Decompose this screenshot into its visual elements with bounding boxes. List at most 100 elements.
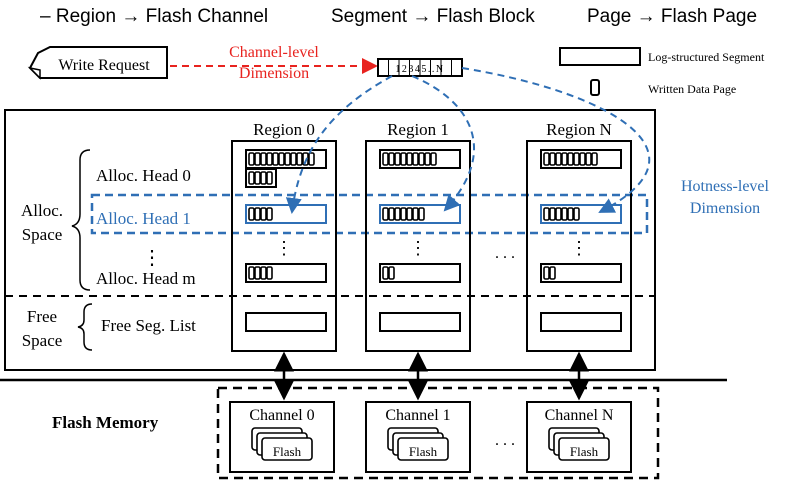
region-0: Region 0⋮ xyxy=(231,120,337,401)
region-box xyxy=(365,140,471,352)
written-page xyxy=(254,207,261,221)
written-page xyxy=(579,152,586,166)
free-segment xyxy=(540,312,622,332)
written-page xyxy=(388,207,395,221)
channels-hdots: . . . xyxy=(495,432,515,449)
written-page xyxy=(254,171,261,185)
alloc-heads-vdots: ⋮ xyxy=(142,247,162,269)
written-page xyxy=(278,152,285,166)
alloc-space-label-2: Space xyxy=(22,225,63,244)
page-symbol xyxy=(590,79,600,96)
queue-label: 12345..N xyxy=(395,64,444,75)
free-space-label-2: Space xyxy=(22,331,63,350)
region-vdots: ⋮ xyxy=(409,238,427,258)
write-request-label: Write Request xyxy=(58,57,150,74)
hotness-level-label-2: Dimension xyxy=(690,200,760,217)
written-page xyxy=(543,152,550,166)
written-page xyxy=(585,152,592,166)
written-page xyxy=(266,171,273,185)
written-page xyxy=(254,266,261,280)
written-page xyxy=(561,152,568,166)
flash-chip xyxy=(261,437,313,461)
written-page xyxy=(573,207,580,221)
free-space-label-1: Free xyxy=(27,307,57,326)
written-page xyxy=(424,152,431,166)
written-page xyxy=(430,152,437,166)
written-page xyxy=(272,152,279,166)
written-page xyxy=(388,152,395,166)
segment-symbol xyxy=(559,47,641,66)
written-page xyxy=(248,207,255,221)
flash-chip xyxy=(397,437,449,461)
hotness-band xyxy=(90,193,649,235)
region-2: Region N ⋮ xyxy=(526,120,632,401)
written-page xyxy=(248,266,255,280)
written-page xyxy=(260,152,267,166)
written-page xyxy=(394,152,401,166)
flash-chip-label: Flash xyxy=(570,444,599,459)
written-page xyxy=(290,152,297,166)
mapping-legend: – Region → Flash Channel Segment → Flash… xyxy=(40,6,757,27)
channel-title: Channel 1 xyxy=(385,407,450,424)
written-page xyxy=(406,152,413,166)
written-page xyxy=(382,207,389,221)
written-page xyxy=(254,152,261,166)
channel-level-label-1: Channel-level xyxy=(229,44,319,61)
written-page xyxy=(260,266,267,280)
free-seg-list-label: Free Seg. List xyxy=(101,316,196,335)
flash-memory-box xyxy=(216,386,660,480)
written-page xyxy=(296,152,303,166)
written-page xyxy=(418,207,425,221)
channel-0: Channel 0 Flash xyxy=(229,401,335,473)
hotness-level-label-1: Hotness-level xyxy=(681,178,770,195)
written-page xyxy=(412,207,419,221)
alloc-brace xyxy=(71,149,91,291)
mapping-region-channel: – Region → Flash Channel xyxy=(40,6,268,27)
alloc-head-1-label: Alloc. Head 1 xyxy=(96,209,191,228)
written-page xyxy=(388,266,395,280)
alloc-head-m-label: Alloc. Head m xyxy=(96,269,196,288)
region-vdots: ⋮ xyxy=(570,238,588,258)
region-title: Region N xyxy=(546,120,612,139)
hotness-arrow-region0 xyxy=(285,75,393,214)
region-box xyxy=(231,140,337,352)
channel-title: Channel N xyxy=(545,407,614,424)
written-page xyxy=(543,266,550,280)
page-legend-label: Written Data Page xyxy=(648,82,736,96)
written-page xyxy=(394,207,401,221)
flash-chip-label: Flash xyxy=(409,444,438,459)
written-page xyxy=(260,171,267,185)
symbol-legend: Log-structured Segment Written Data Page xyxy=(559,47,765,96)
written-page xyxy=(266,152,273,166)
region-title: Region 1 xyxy=(387,120,449,139)
written-page xyxy=(308,152,315,166)
written-page xyxy=(561,207,568,221)
written-page xyxy=(400,152,407,166)
flash-chip-label: Flash xyxy=(273,444,302,459)
segment-headm xyxy=(540,263,622,283)
flash-memory-label: Flash Memory xyxy=(52,413,159,432)
written-page xyxy=(418,152,425,166)
written-page xyxy=(412,152,419,166)
write-request-box: Write Request xyxy=(27,46,168,80)
mapping-page-page: Page → Flash Page xyxy=(587,6,757,27)
free-segment xyxy=(379,312,461,332)
written-page xyxy=(382,266,389,280)
written-page xyxy=(543,207,550,221)
segment-headm xyxy=(379,263,461,283)
written-page xyxy=(266,266,273,280)
written-page xyxy=(400,207,407,221)
channel-level-label-2: Dimension xyxy=(239,65,309,82)
written-page xyxy=(260,207,267,221)
main-container xyxy=(4,109,656,371)
written-page xyxy=(567,152,574,166)
channel-2: Channel N Flash xyxy=(526,401,632,473)
alloc-space-label-1: Alloc. xyxy=(21,201,63,220)
regions-hdots: . . . xyxy=(495,245,515,262)
channel-title: Channel 0 xyxy=(249,407,314,424)
region-vdots: ⋮ xyxy=(275,238,293,258)
written-page xyxy=(248,152,255,166)
written-page xyxy=(573,152,580,166)
region-1: Region 1 ⋮ xyxy=(365,120,471,401)
written-page xyxy=(567,207,574,221)
